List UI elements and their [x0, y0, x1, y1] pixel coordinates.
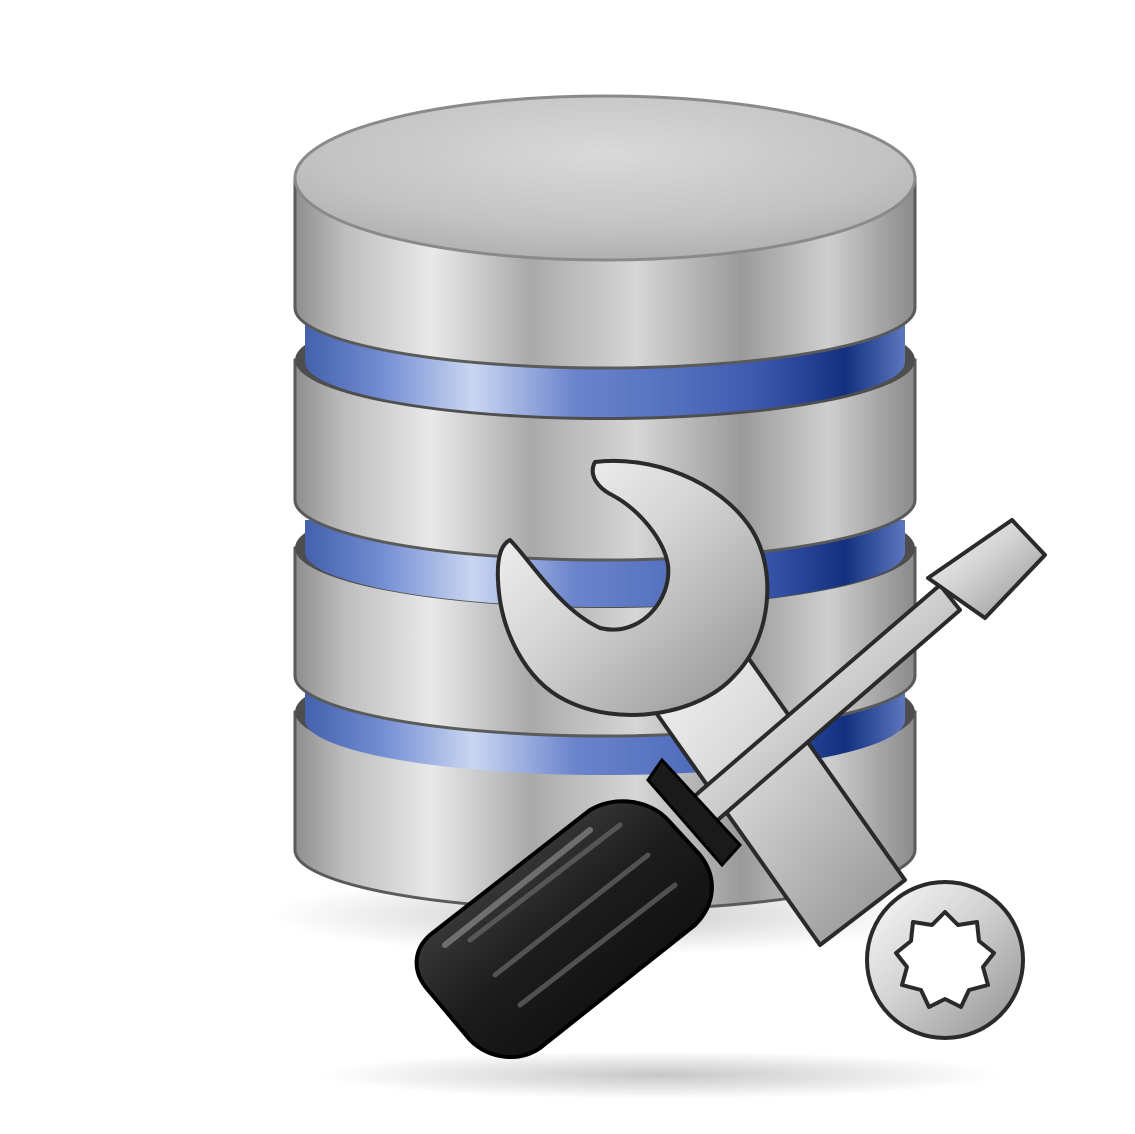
db-top-face: [293, 94, 917, 262]
screwdriver-icon: [414, 518, 1047, 1059]
wrench-ring-hole: [894, 910, 996, 1009]
wrench-open-head: [495, 458, 770, 717]
screwdriver-grip-ridges: [467, 822, 678, 1008]
screwdriver-handle-highlight: [442, 827, 593, 948]
screwdriver-tip: [926, 518, 1047, 620]
screwdriver-collar: [646, 757, 743, 868]
ground-shadow: [320, 1051, 1000, 1099]
wrench-icon: [495, 458, 1025, 1040]
